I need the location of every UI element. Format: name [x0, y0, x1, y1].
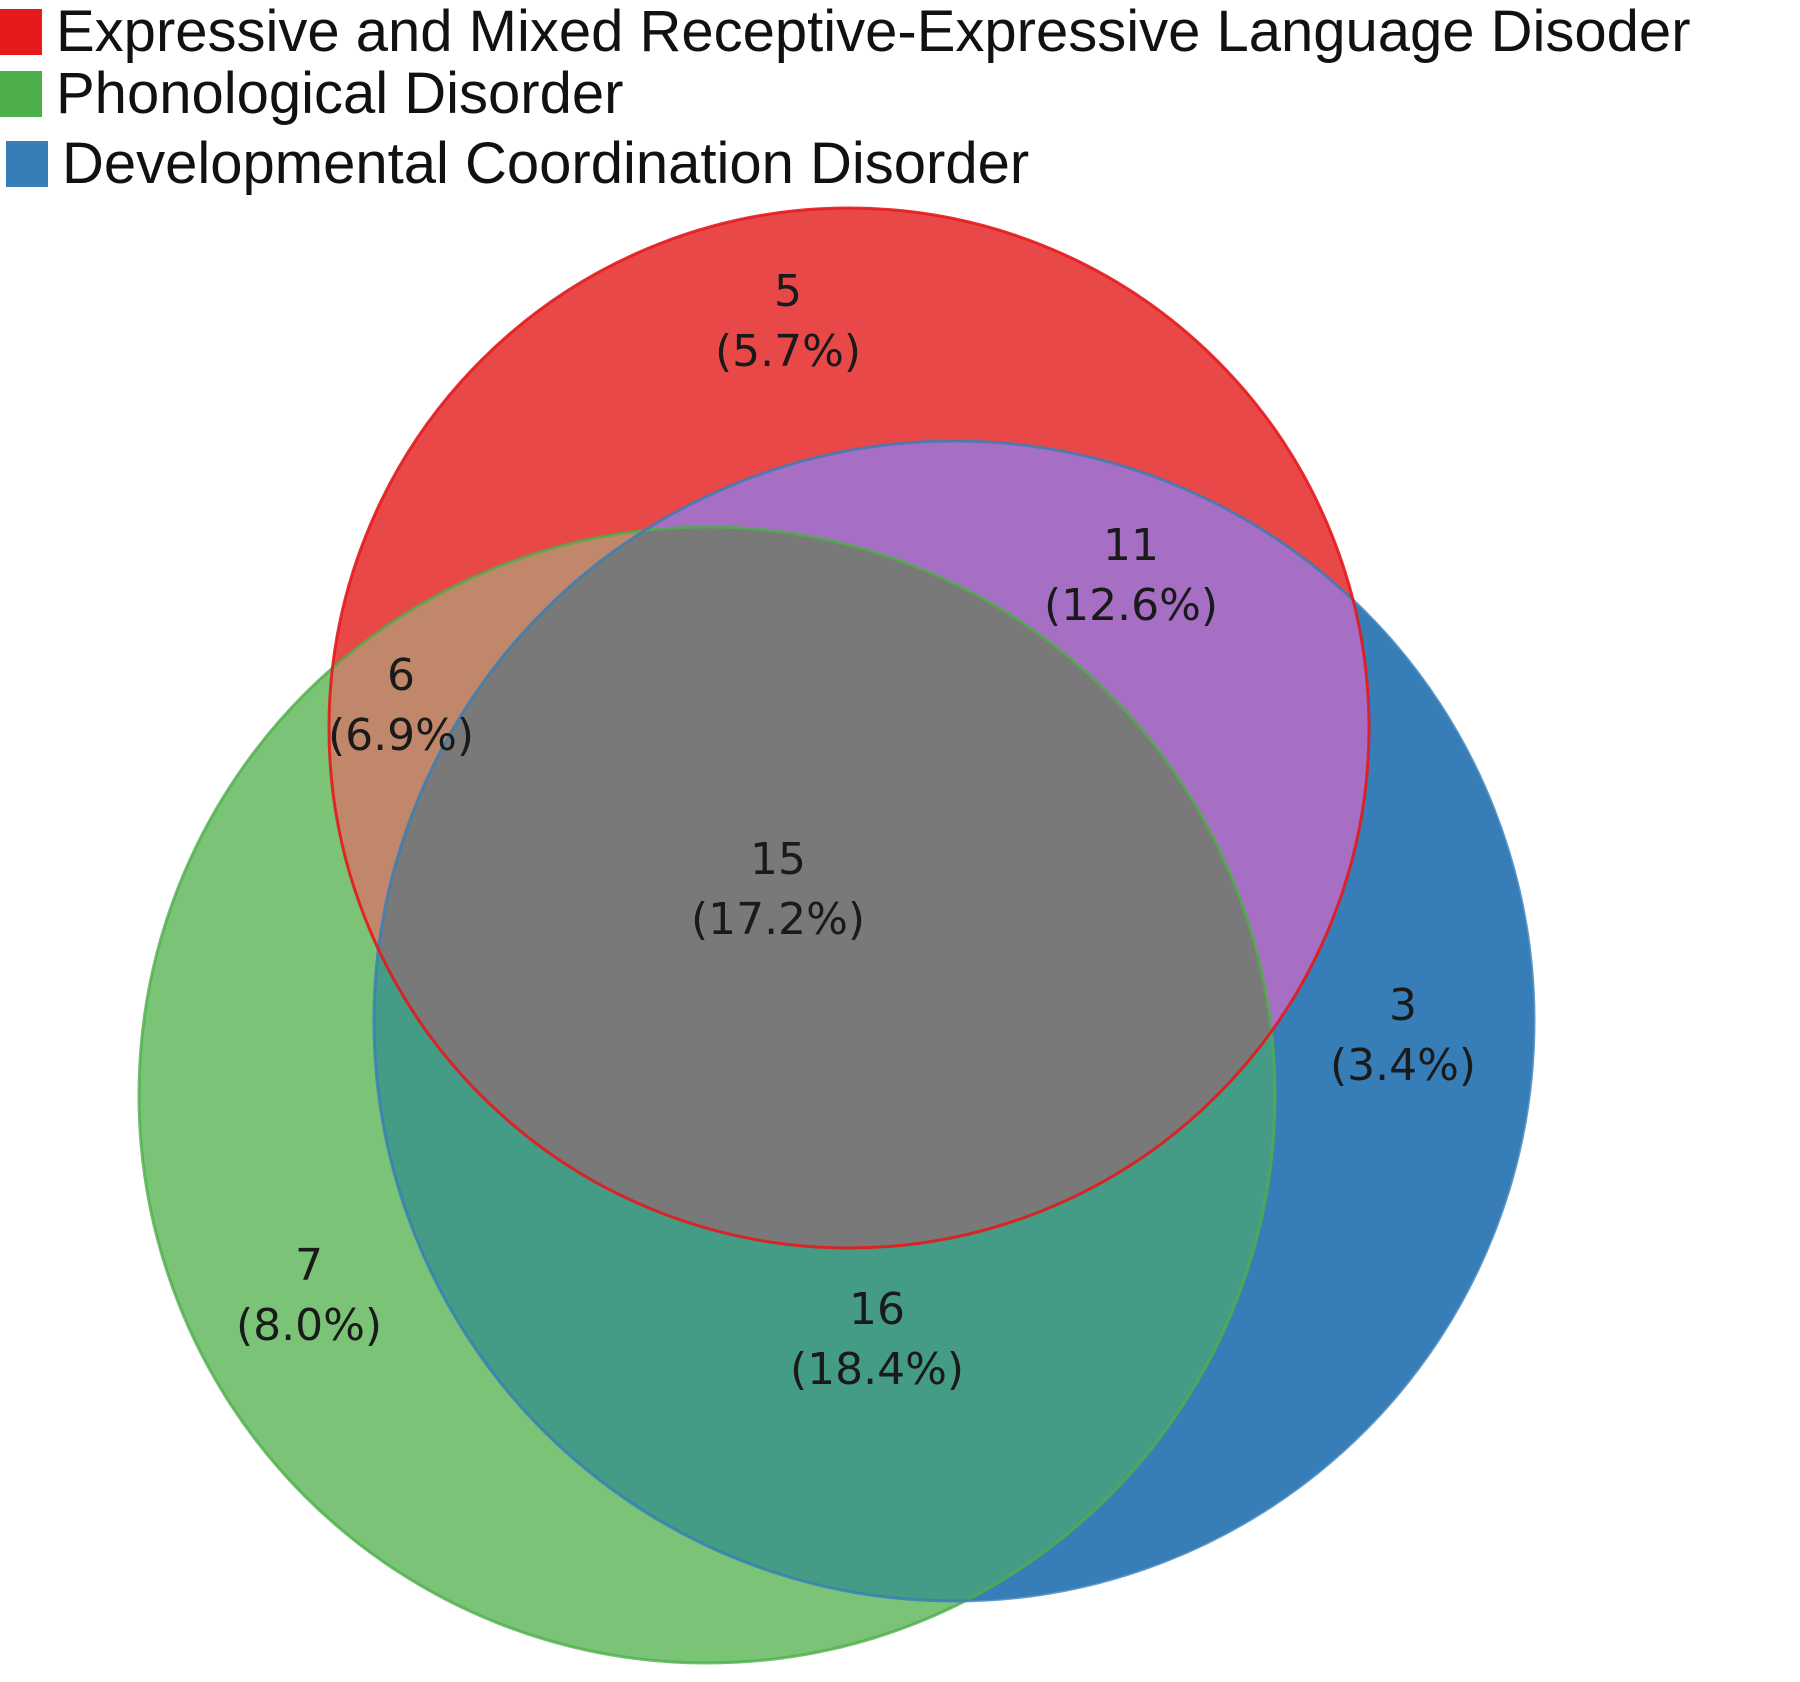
- percent-phonological-dcd: (18.4%): [790, 1344, 964, 1395]
- outline-phonological: [137, 525, 1277, 1665]
- region-all-three: 15 (17.2%): [691, 834, 865, 945]
- outline-dcd: [372, 439, 1536, 1603]
- count-language-dcd: 11: [1103, 520, 1159, 571]
- region-phonological-only: 7 (8.0%): [236, 1240, 382, 1351]
- overlap-center-inner: [374, 527, 1275, 1248]
- percent-language-only: (5.7%): [715, 326, 861, 377]
- legend-label-dcd: Developmental Coordination Disorder: [62, 131, 1030, 196]
- legend-item-dcd: Developmental Coordination Disorder: [6, 132, 1029, 196]
- legend-swatch-dcd: [6, 141, 48, 187]
- outline-language: [327, 206, 1371, 1250]
- overlap-center-outer: [374, 527, 1275, 1248]
- legend-swatch-phonological: [0, 71, 42, 117]
- legend: Expressive and Mixed Receptive-Expressiv…: [0, 0, 1800, 200]
- percent-dcd-only: (3.4%): [1330, 1040, 1476, 1091]
- count-phonological-only: 7: [295, 1240, 323, 1291]
- region-dcd-only: 3 (3.4%): [1330, 980, 1476, 1091]
- legend-item-phonological: Phonological Disorder: [0, 62, 623, 126]
- count-all-three: 15: [750, 834, 806, 885]
- percent-language-phonological: (6.9%): [328, 710, 474, 761]
- percent-language-dcd: (12.6%): [1044, 580, 1218, 631]
- region-phonological-dcd: 16 (18.4%): [790, 1284, 964, 1395]
- count-language-phonological: 6: [387, 650, 415, 701]
- region-language-only: 5 (5.7%): [715, 266, 861, 377]
- percent-phonological-only: (8.0%): [236, 1300, 382, 1351]
- legend-label-phonological: Phonological Disorder: [56, 61, 624, 126]
- legend-item-language: Expressive and Mixed Receptive-Expressiv…: [0, 0, 1691, 64]
- legend-swatch-language: [0, 9, 42, 55]
- count-dcd-only: 3: [1389, 980, 1417, 1031]
- legend-label-language: Expressive and Mixed Receptive-Expressiv…: [56, 0, 1691, 64]
- count-phonological-dcd: 16: [849, 1284, 905, 1335]
- percent-all-three: (17.2%): [691, 894, 865, 945]
- region-language-phonological: 6 (6.9%): [328, 650, 474, 761]
- count-language-only: 5: [774, 266, 802, 317]
- overlap-all-three: [374, 527, 1275, 1248]
- region-language-dcd: 11 (12.6%): [1044, 520, 1218, 631]
